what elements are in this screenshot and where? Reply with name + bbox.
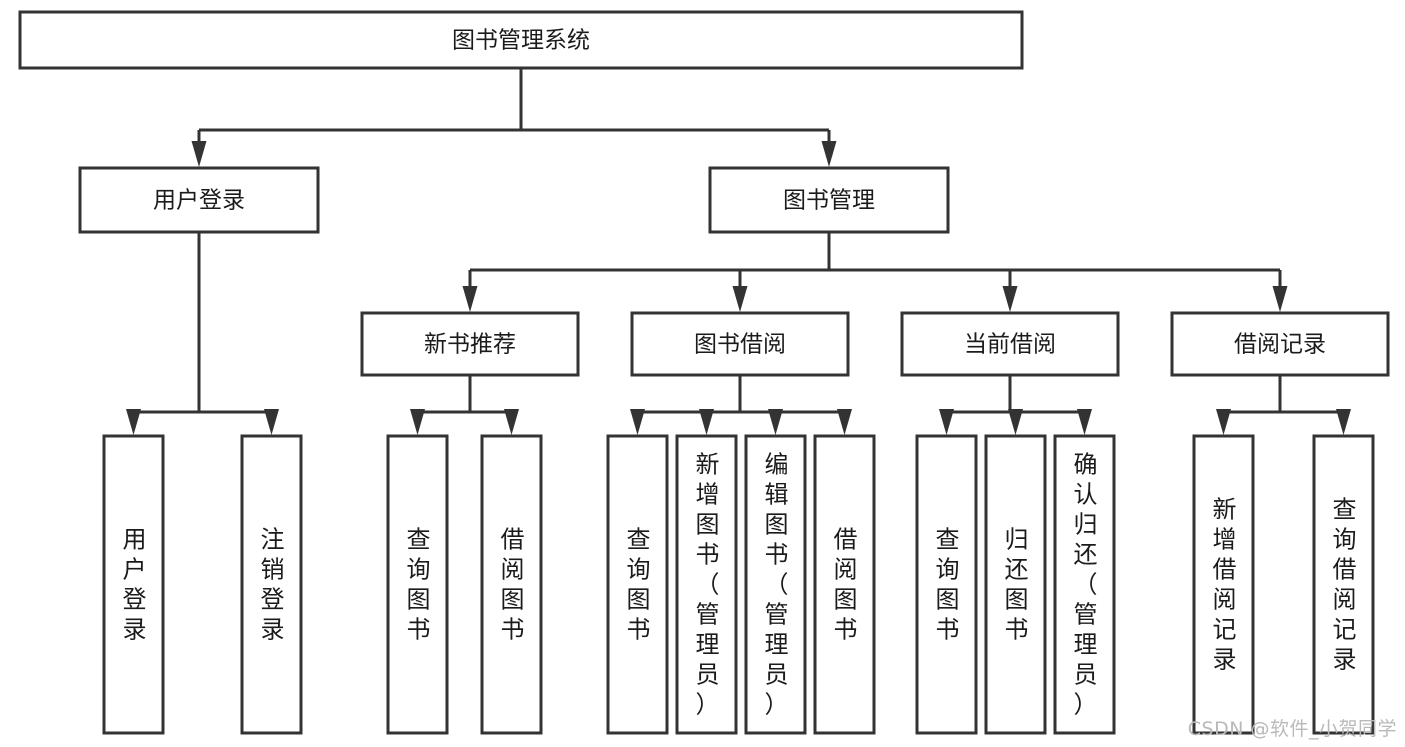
connector-layer <box>126 68 1351 435</box>
arrow-head-icon <box>768 409 783 435</box>
node-book-manage[interactable]: 图书管理 <box>708 166 950 234</box>
node-layer: 图书管理系统用户登录图书管理新书推荐图书借阅当前借阅借阅记录用户登录注销登录查询… <box>18 10 1390 735</box>
node-leaf-user-login[interactable]: 用户登录 <box>102 434 165 735</box>
node-box-leaf-user-login[interactable] <box>102 434 165 735</box>
arrow-head-icon <box>939 409 954 435</box>
node-box-leaf-add-record[interactable] <box>1192 434 1255 735</box>
arrow-head-icon <box>732 286 748 312</box>
node-leaf-confirm-return[interactable]: 确认归还（管理员） <box>1053 434 1116 735</box>
arrow-head-icon <box>1002 286 1018 312</box>
node-label-leaf-confirm-return: 确认归还（管理员） <box>1074 451 1098 719</box>
node-label-leaf-add-book: 新增图书（管理员） <box>696 451 720 719</box>
node-leaf-add-book[interactable]: 新增图书（管理员） <box>675 434 738 735</box>
node-leaf-edit-book[interactable]: 编辑图书（管理员） <box>744 434 807 735</box>
node-leaf-add-record[interactable]: 新增借阅记录 <box>1192 434 1255 735</box>
node-box-leaf-borrow-book-2[interactable] <box>813 434 876 735</box>
arrow-head-icon <box>191 141 207 167</box>
node-leaf-query-book-2[interactable]: 查询图书 <box>606 434 669 735</box>
node-leaf-borrow-book-1[interactable]: 借阅图书 <box>480 434 543 735</box>
arrow-head-icon <box>264 409 279 435</box>
node-box-leaf-query-book-1[interactable] <box>386 434 449 735</box>
node-label-current-borrow: 当前借阅 <box>964 332 1056 358</box>
node-book-borrow[interactable]: 图书借阅 <box>630 311 850 377</box>
arrow-head-icon <box>504 409 519 435</box>
node-label-leaf-query-book-3: 查询图书 <box>936 526 960 644</box>
node-label-leaf-logout: 注销登录 <box>261 526 285 644</box>
node-label-leaf-borrow-book-2: 借阅图书 <box>834 526 858 644</box>
node-label-leaf-borrow-book-1: 借阅图书 <box>501 526 525 644</box>
node-box-leaf-query-book-2[interactable] <box>606 434 669 735</box>
node-label-leaf-query-record: 查询借阅记录 <box>1333 496 1357 674</box>
node-box-book-borrow[interactable] <box>630 311 850 377</box>
node-box-leaf-logout[interactable] <box>240 434 303 735</box>
node-box-leaf-add-book[interactable] <box>675 434 738 735</box>
node-box-root[interactable] <box>18 10 1024 70</box>
arrow-head-icon <box>1216 409 1231 435</box>
arrow-head-icon <box>410 409 425 435</box>
csdn-watermark: CSDN @软件_小贺同学 <box>1187 718 1397 740</box>
node-current-borrow[interactable]: 当前借阅 <box>900 311 1120 377</box>
node-root[interactable]: 图书管理系统 <box>18 10 1024 70</box>
node-box-leaf-edit-book[interactable] <box>744 434 807 735</box>
node-leaf-return-book[interactable]: 归还图书 <box>984 434 1047 735</box>
node-box-leaf-confirm-return[interactable] <box>1053 434 1116 735</box>
node-label-borrow-record: 借阅记录 <box>1234 332 1326 358</box>
node-label-leaf-return-book: 归还图书 <box>1005 526 1029 644</box>
node-label-leaf-user-login: 用户登录 <box>123 526 147 644</box>
node-leaf-query-record[interactable]: 查询借阅记录 <box>1312 434 1375 735</box>
arrow-head-icon <box>630 409 645 435</box>
node-label-leaf-edit-book: 编辑图书（管理员） <box>765 451 789 719</box>
node-label-leaf-add-record: 新增借阅记录 <box>1213 496 1237 674</box>
node-label-book-manage: 图书管理 <box>783 188 875 214</box>
node-box-leaf-borrow-book-1[interactable] <box>480 434 543 735</box>
arrow-head-icon <box>1077 409 1092 435</box>
node-borrow-record[interactable]: 借阅记录 <box>1170 311 1390 377</box>
arrow-head-icon <box>126 409 141 435</box>
node-label-leaf-query-book-2: 查询图书 <box>627 526 651 644</box>
node-label-leaf-query-book-1: 查询图书 <box>407 526 431 644</box>
node-label-user-login: 用户登录 <box>153 188 245 214</box>
arrow-head-icon <box>1008 409 1023 435</box>
arrow-head-icon <box>462 286 478 312</box>
node-box-current-borrow[interactable] <box>900 311 1120 377</box>
node-label-book-borrow: 图书借阅 <box>694 332 786 358</box>
node-leaf-query-book-1[interactable]: 查询图书 <box>386 434 449 735</box>
node-new-book-recommend[interactable]: 新书推荐 <box>360 311 580 377</box>
node-box-borrow-record[interactable] <box>1170 311 1390 377</box>
arrow-head-icon <box>699 409 714 435</box>
node-leaf-borrow-book-2[interactable]: 借阅图书 <box>813 434 876 735</box>
arrow-head-icon <box>837 409 852 435</box>
arrow-head-icon <box>1336 409 1351 435</box>
node-box-user-login[interactable] <box>78 166 320 234</box>
node-box-leaf-return-book[interactable] <box>984 434 1047 735</box>
node-leaf-logout[interactable]: 注销登录 <box>240 434 303 735</box>
arrow-head-icon <box>1272 286 1288 312</box>
node-box-new-book-recommend[interactable] <box>360 311 580 377</box>
node-label-root: 图书管理系统 <box>452 28 590 54</box>
node-leaf-query-book-3[interactable]: 查询图书 <box>915 434 978 735</box>
node-box-leaf-query-book-3[interactable] <box>915 434 978 735</box>
node-box-leaf-query-record[interactable] <box>1312 434 1375 735</box>
node-label-new-book-recommend: 新书推荐 <box>424 332 516 358</box>
node-user-login[interactable]: 用户登录 <box>78 166 320 234</box>
arrow-head-icon <box>821 141 837 167</box>
node-box-book-manage[interactable] <box>708 166 950 234</box>
